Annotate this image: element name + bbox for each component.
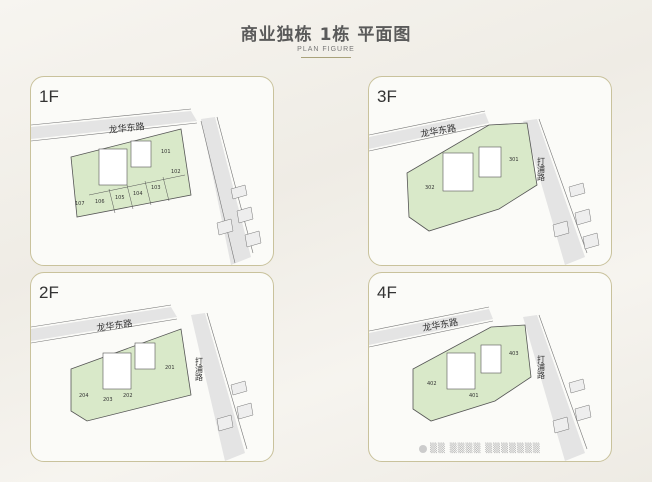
unit-label: 401 [469,393,479,399]
unit-label: 302 [425,185,435,191]
road-band [31,111,197,139]
side-road-band [523,119,585,265]
floor-plan-2f: 龙华东路 打浦路 204 203 202 201 [31,304,254,461]
unit-label: 203 [103,397,113,403]
side-road-band [523,315,585,461]
road-band [31,307,177,341]
core-block [102,352,132,390]
road-label: 龙华东路 [421,316,459,334]
neighborhood-buildings [216,184,262,248]
floor-label: 4F [377,283,397,302]
unit-label: 403 [509,351,519,357]
watermark-text: ▒▒ ▒▒▒▒ ▒▒▒▒▒▒▒ [430,444,541,454]
unit-label: 402 [427,381,437,387]
unit-label: 202 [123,393,133,399]
side-road-label: 打浦路 [537,354,546,379]
floor-card-3f: 3F 龙华东路 打浦路 302 301 [368,76,612,266]
floor-card-2f: 2F 龙华东路 打浦路 204 203 202 201 [30,272,274,462]
watermark-icon [419,445,427,453]
neighborhood-buildings [216,380,254,432]
floor-card-4f: 4F 龙华东路 打浦路 402 401 403 [368,272,612,462]
floor-plan-4f: 龙华东路 打浦路 402 401 403 [369,306,592,461]
unit-label: 204 [79,393,89,399]
core-block [478,146,502,178]
core-block [442,152,474,192]
floor-plan-3f: 龙华东路 打浦路 302 301 [369,110,600,265]
side-road-label: 打浦路 [195,356,204,381]
core-block [480,344,502,374]
road-label: 龙华东路 [108,120,145,136]
floor-label: 2F [39,283,59,302]
unit-label: 301 [509,157,519,163]
unit-label: 105 [115,195,125,201]
core-block [98,148,128,186]
side-road-band [201,117,251,265]
side-road-label: 打浦路 [537,156,546,181]
core-block [130,140,152,168]
page-title: 商业独栋 1栋 平面图 [240,25,412,45]
floor-label: 1F [39,87,59,106]
unit-label: 102 [171,169,181,175]
subtitle-divider [301,57,351,58]
core-block [446,352,476,390]
floor-plan-1f: 龙华东路 107 106 105 104 103 102 101 [31,108,262,265]
road-band [369,113,489,149]
floor-card-1f: 1F 龙华东路 107 106 105 104 103 102 101 [30,76,274,266]
unit-label: 101 [161,149,171,155]
neighborhood-buildings [552,378,592,434]
unit-label: 104 [133,191,143,197]
unit-label: 103 [151,185,161,191]
road-band [369,309,493,345]
neighborhood-buildings [552,182,600,250]
unit-label: 201 [165,365,175,371]
core-block [134,342,156,370]
page-subtitle: PLAN FIGURE [297,46,355,53]
floor-label: 3F [377,87,397,106]
unit-label: 107 [75,201,85,207]
unit-label: 106 [95,199,105,205]
